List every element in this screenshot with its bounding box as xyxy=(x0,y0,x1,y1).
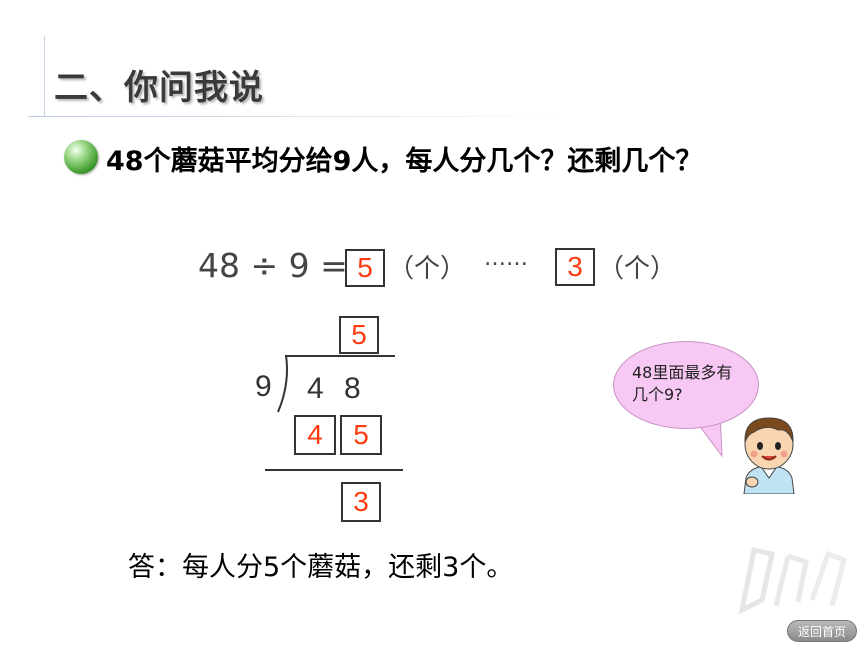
division-divisor: 9 xyxy=(255,370,272,403)
equation-unit-one: （个） xyxy=(388,254,467,284)
question-text: 48个蘑菇平均分给9人，每人分几个？还剩几个？ xyxy=(106,146,703,177)
header-divider-vertical xyxy=(44,36,45,116)
division-quotient-box: 5 xyxy=(339,316,379,354)
section-title: 二、你问我说 xyxy=(54,68,264,108)
equation-remainder-box: 3 xyxy=(555,248,595,286)
division-remainder-box: 3 xyxy=(341,482,381,522)
division-product-tens-box: 4 xyxy=(294,415,336,455)
green-ball-icon xyxy=(64,140,98,174)
division-subtract-line xyxy=(265,469,403,471)
division-bracket xyxy=(277,354,288,413)
back-home-button[interactable]: 返回首页 xyxy=(787,620,857,642)
division-dividend-ones: 8 xyxy=(344,372,361,405)
division-bar xyxy=(285,355,395,357)
stamp-watermark-icon xyxy=(738,547,847,615)
answer-text: 答：每人分5个蘑菇，还剩3个。 xyxy=(128,552,514,583)
speech-bubble-text: 48里面最多有几个9? xyxy=(632,363,733,404)
header-divider-horizontal xyxy=(28,116,568,117)
boy-icon xyxy=(743,417,795,494)
equation-expression: 48 ÷ 9 = xyxy=(198,246,348,285)
equation-dots: …… xyxy=(484,246,528,271)
equation-unit-two: （个） xyxy=(598,254,677,284)
division-dividend-tens: 4 xyxy=(307,372,324,405)
division-product-ones-box: 5 xyxy=(340,415,382,455)
equation-quotient-box: 5 xyxy=(345,249,385,287)
speech-bubble xyxy=(613,341,759,429)
